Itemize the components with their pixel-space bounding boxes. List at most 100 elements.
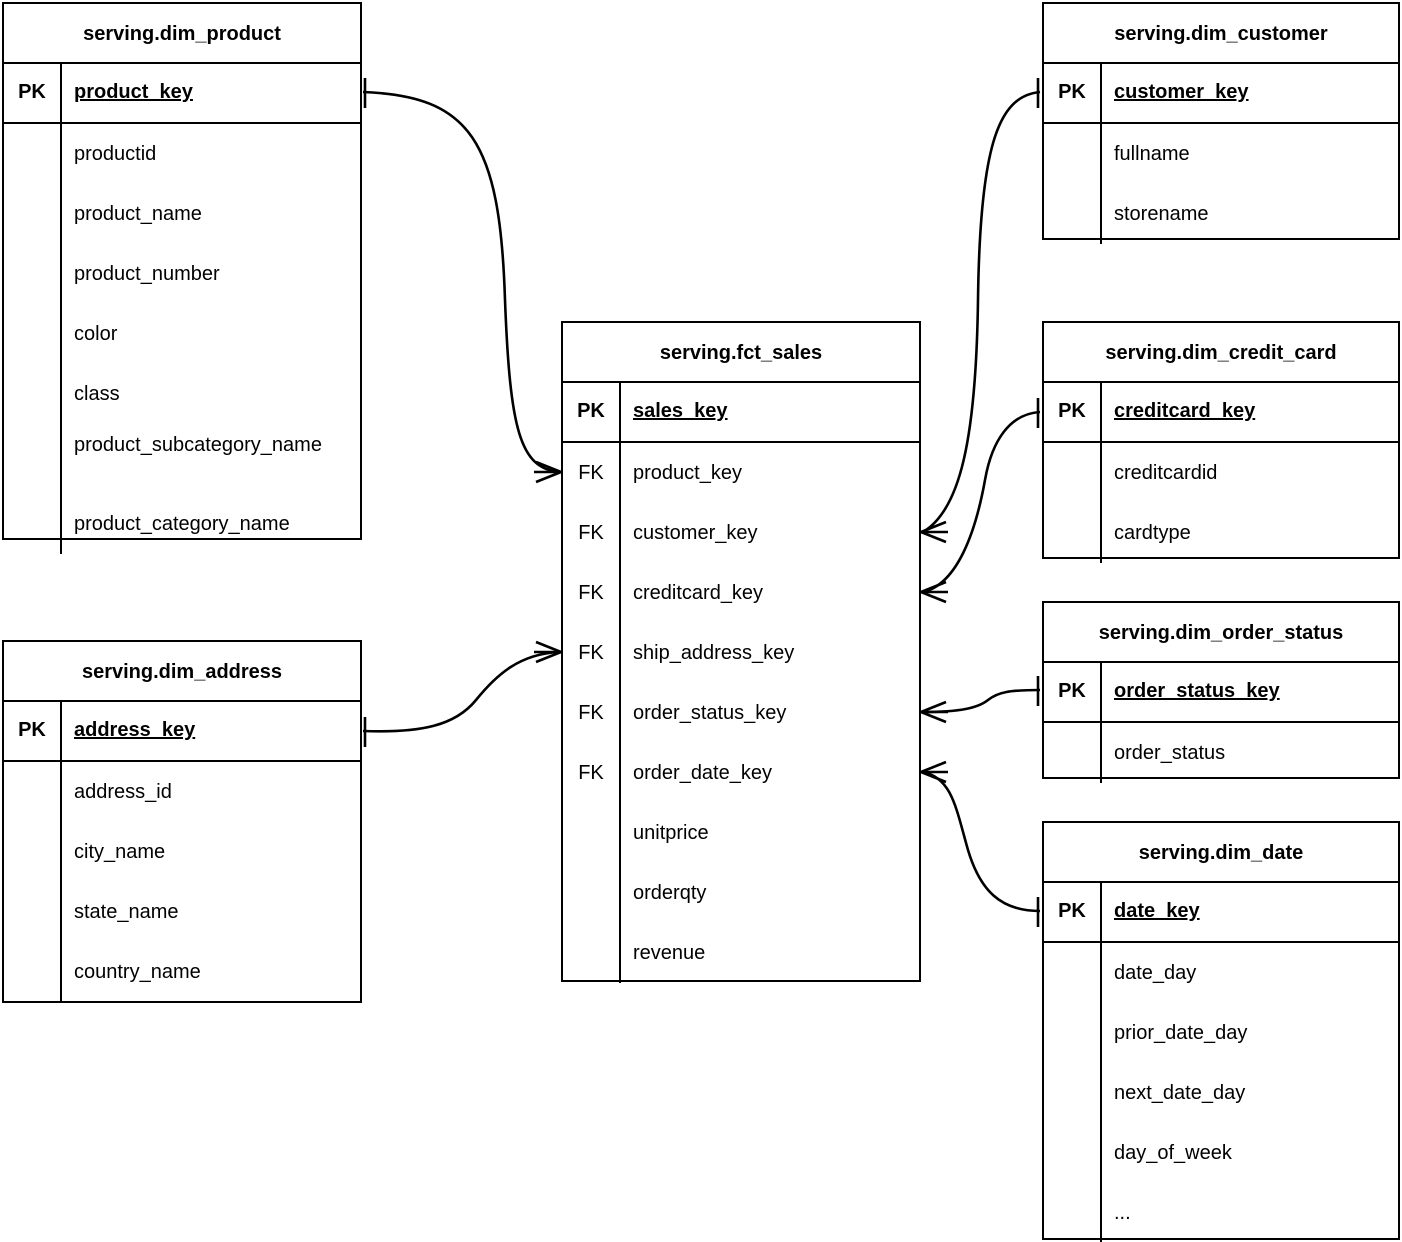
field-list-dim-date: date_day prior_date_day next_date_day da… xyxy=(1044,943,1398,1242)
field-column: order_status xyxy=(1102,723,1398,783)
relationship-dim-credit-card-fct-sales xyxy=(920,398,1041,604)
entity-fct-sales[interactable]: serving.fct_sales PK sales_key FK FK FK … xyxy=(561,321,921,983)
key-cell xyxy=(1044,1183,1100,1242)
entity-dim-credit-card[interactable]: serving.dim_credit_card PK creditcard_ke… xyxy=(1042,321,1400,563)
field-row: cardtype xyxy=(1114,522,1191,544)
field-row: storename xyxy=(1114,203,1209,225)
key-cell xyxy=(4,424,60,494)
entity-dim-date[interactable]: serving.dim_date PK date_key date_day pr… xyxy=(1042,821,1400,1242)
fk-badge: FK xyxy=(578,582,604,604)
field-row: ship_address_key xyxy=(633,642,795,664)
key-cell xyxy=(4,822,60,882)
entity-title-fct-sales: serving.fct_sales xyxy=(563,323,919,383)
entity-dim-product[interactable]: serving.dim_product PK product_key produ… xyxy=(2,2,362,554)
key-column xyxy=(1044,124,1102,244)
fk-badge: FK xyxy=(578,642,604,664)
crow-foot-marker xyxy=(534,640,562,664)
entity-title-dim-product: serving.dim_product xyxy=(4,4,360,64)
key-cell xyxy=(563,923,619,983)
pk-row-dim-date: PK date_key xyxy=(1044,883,1398,943)
field-row: order_status_key xyxy=(633,702,787,724)
field-row: class xyxy=(74,383,120,405)
field-list-fct-sales: FK FK FK FK FK FK product_key customer_k… xyxy=(563,443,919,983)
field-row: address_id xyxy=(74,781,172,803)
pk-badge: PK xyxy=(4,64,62,122)
pk-field-name: customer_key xyxy=(1114,81,1249,103)
crow-foot-marker xyxy=(534,460,562,484)
key-cell xyxy=(4,882,60,942)
key-cell xyxy=(1044,723,1100,783)
field-row: next_date_day xyxy=(1114,1082,1246,1104)
pk-row-dim-address: PK address_key xyxy=(4,702,360,762)
key-cell xyxy=(1044,1063,1100,1123)
field-list-dim-credit-card: creditcardid cardtype xyxy=(1044,443,1398,563)
pk-badge: PK xyxy=(1044,663,1102,721)
entity-title-dim-order-status: serving.dim_order_status xyxy=(1044,603,1398,663)
entity-dim-customer[interactable]: serving.dim_customer PK customer_key ful… xyxy=(1042,2,1400,244)
key-cell xyxy=(4,364,60,424)
entity-title-dim-date: serving.dim_date xyxy=(1044,823,1398,883)
pk-field-name: product_key xyxy=(74,81,193,103)
pk-field-name: address_key xyxy=(74,719,196,741)
field-row: date_day xyxy=(1114,962,1197,984)
pk-badge: PK xyxy=(1044,383,1102,441)
field-list-dim-customer: fullname storename xyxy=(1044,124,1398,244)
relationship-dim-product-fct-sales xyxy=(362,78,562,484)
field-row: day_of_week xyxy=(1114,1142,1232,1164)
key-cell xyxy=(4,762,60,822)
field-row: ... xyxy=(1114,1202,1131,1224)
field-column: address_id city_name state_name country_… xyxy=(62,762,360,1002)
field-row: productid xyxy=(74,143,157,165)
crow-foot-marker xyxy=(920,700,948,724)
entity-title-dim-customer: serving.dim_customer xyxy=(1044,4,1398,64)
pk-row-dim-product: PK product_key xyxy=(4,64,360,124)
entity-dim-address[interactable]: serving.dim_address PK address_key addre… xyxy=(2,640,362,1003)
field-list-dim-address: address_id city_name state_name country_… xyxy=(4,762,360,1002)
field-row: country_name xyxy=(74,961,201,983)
pk-field-name: creditcard_key xyxy=(1114,400,1256,422)
key-cell xyxy=(1044,443,1100,503)
key-cell xyxy=(1044,943,1100,1003)
field-row: customer_key xyxy=(633,522,758,544)
field-row: fullname xyxy=(1114,143,1190,165)
field-row: prior_date_day xyxy=(1114,1022,1248,1044)
pk-badge: PK xyxy=(1044,883,1102,941)
field-row: product_number xyxy=(74,263,220,285)
entity-title-dim-credit-card: serving.dim_credit_card xyxy=(1044,323,1398,383)
key-cell xyxy=(4,184,60,244)
fk-badge: FK xyxy=(578,462,604,484)
field-column: creditcardid cardtype xyxy=(1102,443,1398,563)
fk-badge: FK xyxy=(578,702,604,724)
field-row: order_status xyxy=(1114,742,1226,764)
field-list-dim-order-status: order_status xyxy=(1044,723,1398,783)
field-row: product_subcategory_name xyxy=(74,434,322,456)
key-column xyxy=(4,124,62,554)
crow-foot-marker xyxy=(920,520,948,544)
key-column xyxy=(1044,943,1102,1242)
relationship-dim-address-fct-sales xyxy=(362,640,562,747)
entity-dim-order-status[interactable]: serving.dim_order_status PK order_status… xyxy=(1042,601,1400,783)
crow-foot-marker xyxy=(920,760,948,784)
key-cell xyxy=(1044,1123,1100,1183)
field-list-dim-product: productid product_name product_number co… xyxy=(4,124,360,554)
pk-badge: PK xyxy=(4,702,62,760)
pk-row-fct-sales: PK sales_key xyxy=(563,383,919,443)
key-cell xyxy=(4,124,60,184)
key-cell xyxy=(563,803,619,863)
key-cell xyxy=(1044,1003,1100,1063)
pk-row-dim-order-status: PK order_status_key xyxy=(1044,663,1398,723)
field-column: fullname storename xyxy=(1102,124,1398,244)
field-row: product_key xyxy=(633,462,742,484)
pk-badge: PK xyxy=(1044,64,1102,122)
key-cell xyxy=(563,863,619,923)
pk-badge: PK xyxy=(563,383,621,441)
field-row: revenue xyxy=(633,942,706,964)
pk-row-dim-customer: PK customer_key xyxy=(1044,64,1398,124)
field-row: creditcard_key xyxy=(633,582,764,604)
key-column xyxy=(1044,443,1102,563)
key-cell xyxy=(1044,184,1100,244)
relationship-dim-order-status-fct-sales xyxy=(920,676,1041,724)
key-column: FK FK FK FK FK FK xyxy=(563,443,621,983)
field-column: product_key customer_key creditcard_key … xyxy=(621,443,919,983)
